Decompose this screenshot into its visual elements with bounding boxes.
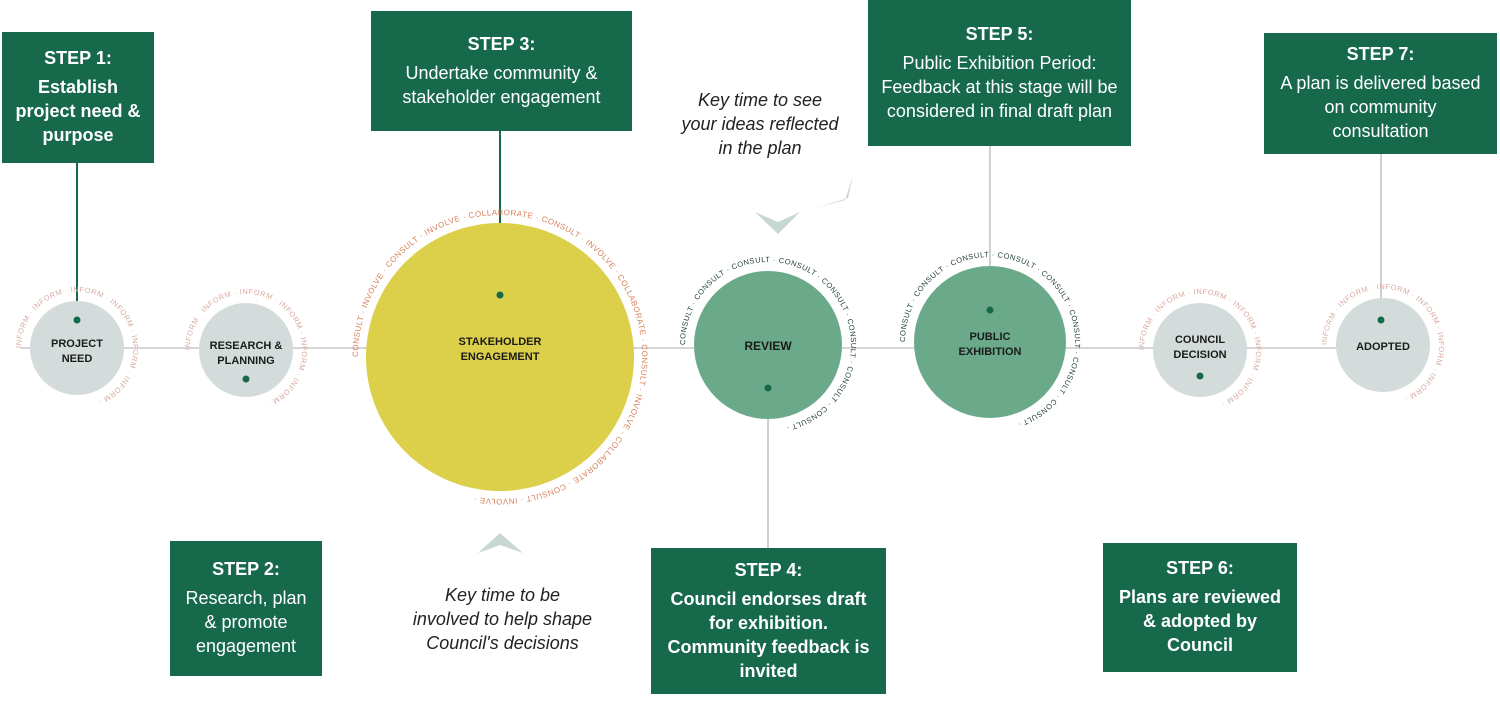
step-2-box: STEP 2: Research, plan & promote engagem…	[170, 541, 322, 676]
chevron-accent-icon	[815, 176, 853, 208]
step-title: STEP 1:	[44, 48, 112, 68]
stage-label-research: RESEARCH &PLANNING	[210, 340, 283, 367]
step-body: Establish project need & purpose	[15, 77, 141, 145]
step-6-box: STEP 6: Plans are reviewed & adopted by …	[1103, 543, 1297, 672]
note-bottom: Key time to be involved to help shape Co…	[412, 585, 593, 653]
stage-circle-review	[694, 271, 842, 419]
step-title: STEP 3:	[467, 33, 536, 54]
step-body: Council endorses draft for exhibition. C…	[667, 588, 870, 681]
step-title: STEP 5:	[965, 23, 1034, 44]
step-3-box: STEP 3: Undertake community & stakeholde…	[371, 11, 632, 131]
stage-circle-engagement	[366, 223, 634, 491]
step-body: A plan is delivered based on community c…	[1280, 73, 1481, 141]
step-title: STEP 2:	[212, 559, 280, 579]
chevron-down-icon	[755, 212, 800, 234]
step-5-box: STEP 5: Public Exhibition Period: Feedba…	[868, 0, 1131, 146]
step-body: Research, plan & promote engagement	[185, 588, 307, 656]
stage-circle-project-need	[30, 301, 124, 395]
step-body: Undertake community & stakeholder engage…	[402, 62, 601, 107]
step-1-box: STEP 1: Establish project need & purpose	[2, 32, 154, 163]
connector-dots	[73, 291, 1385, 392]
step-4-box: STEP 4: Council endorses draft for exhib…	[651, 548, 886, 694]
stage-circle-adopted	[1336, 298, 1430, 392]
stage-label-review: REVIEW	[744, 339, 792, 353]
step-title: STEP 6:	[1166, 558, 1234, 578]
step-body: Plans are reviewed & adopted by Council	[1118, 587, 1282, 655]
stage-circle-research	[199, 303, 293, 397]
stage-circle-exhibition	[914, 266, 1066, 418]
step-title: STEP 4:	[734, 559, 803, 580]
step-body: Public Exhibition Period: Feedback at th…	[881, 52, 1118, 121]
chevron-up-icon	[478, 533, 523, 553]
step-7-box: STEP 7: A plan is delivered based on com…	[1264, 33, 1497, 154]
step-title: STEP 7:	[1346, 44, 1415, 64]
note-top: Key time to see your ideas reflected in …	[681, 90, 839, 158]
stage-circle-council-decision	[1153, 303, 1247, 397]
stage-label-adopted: ADOPTED	[1356, 341, 1410, 353]
